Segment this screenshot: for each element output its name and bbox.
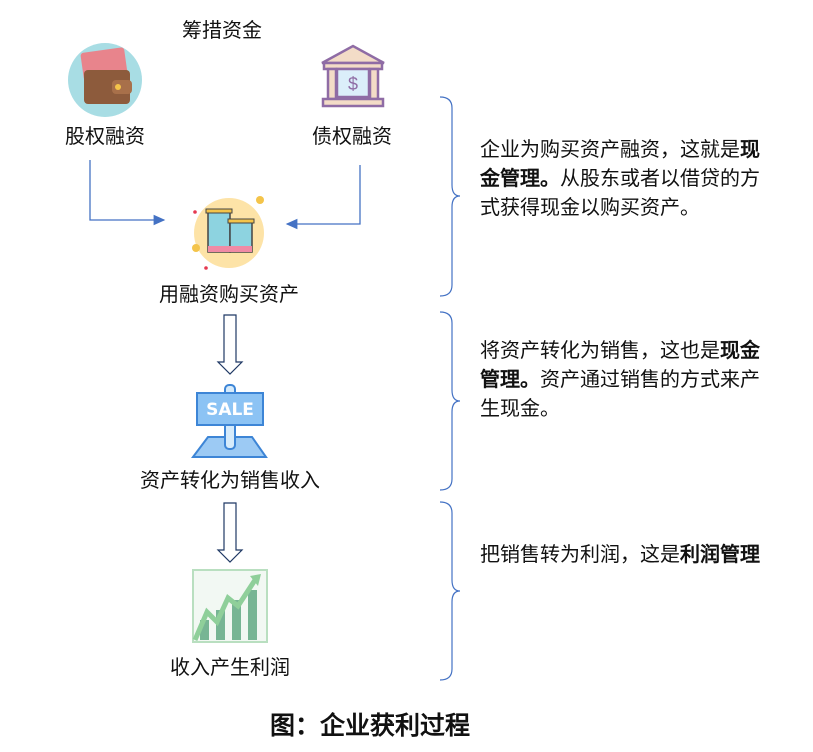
growth-chart-icon: [192, 569, 268, 643]
brace: [439, 311, 461, 491]
raise-funds-title: 筹措资金: [182, 18, 262, 42]
debt-financing-label: 债权融资: [312, 124, 392, 148]
note-cash-management-financing: 企业为购买资产融资，这就是现金管理。从股东或者以借贷的方式获得现金以购买资产。: [480, 137, 760, 219]
svg-text:$: $: [348, 74, 358, 94]
wallet-icon: [68, 43, 142, 117]
bank-icon: $: [321, 44, 385, 108]
brace: [439, 501, 461, 681]
down-arrow: [216, 314, 244, 375]
equity-connector: [89, 160, 166, 226]
down-arrow: [216, 502, 244, 563]
debt-connector: [285, 165, 361, 230]
sale-sign-text: SALE: [206, 400, 254, 420]
sale-sign-icon: [191, 384, 268, 458]
figure-caption: 图：企业获利过程: [269, 711, 471, 740]
profit-label: 收入产生利润: [170, 655, 290, 679]
note-profit-management: 把销售转为利润，这是利润管理: [480, 542, 760, 566]
building-icon: [192, 196, 264, 270]
brace: [439, 96, 461, 297]
note-cash-management-sales: 将资产转化为销售，这也是现金管理。资产通过销售的方式来产生现金。: [480, 338, 760, 420]
sales-label: 资产转化为销售收入: [140, 468, 320, 492]
buy-assets-label: 用融资购买资产: [159, 282, 299, 306]
equity-financing-label: 股权融资: [65, 124, 145, 148]
